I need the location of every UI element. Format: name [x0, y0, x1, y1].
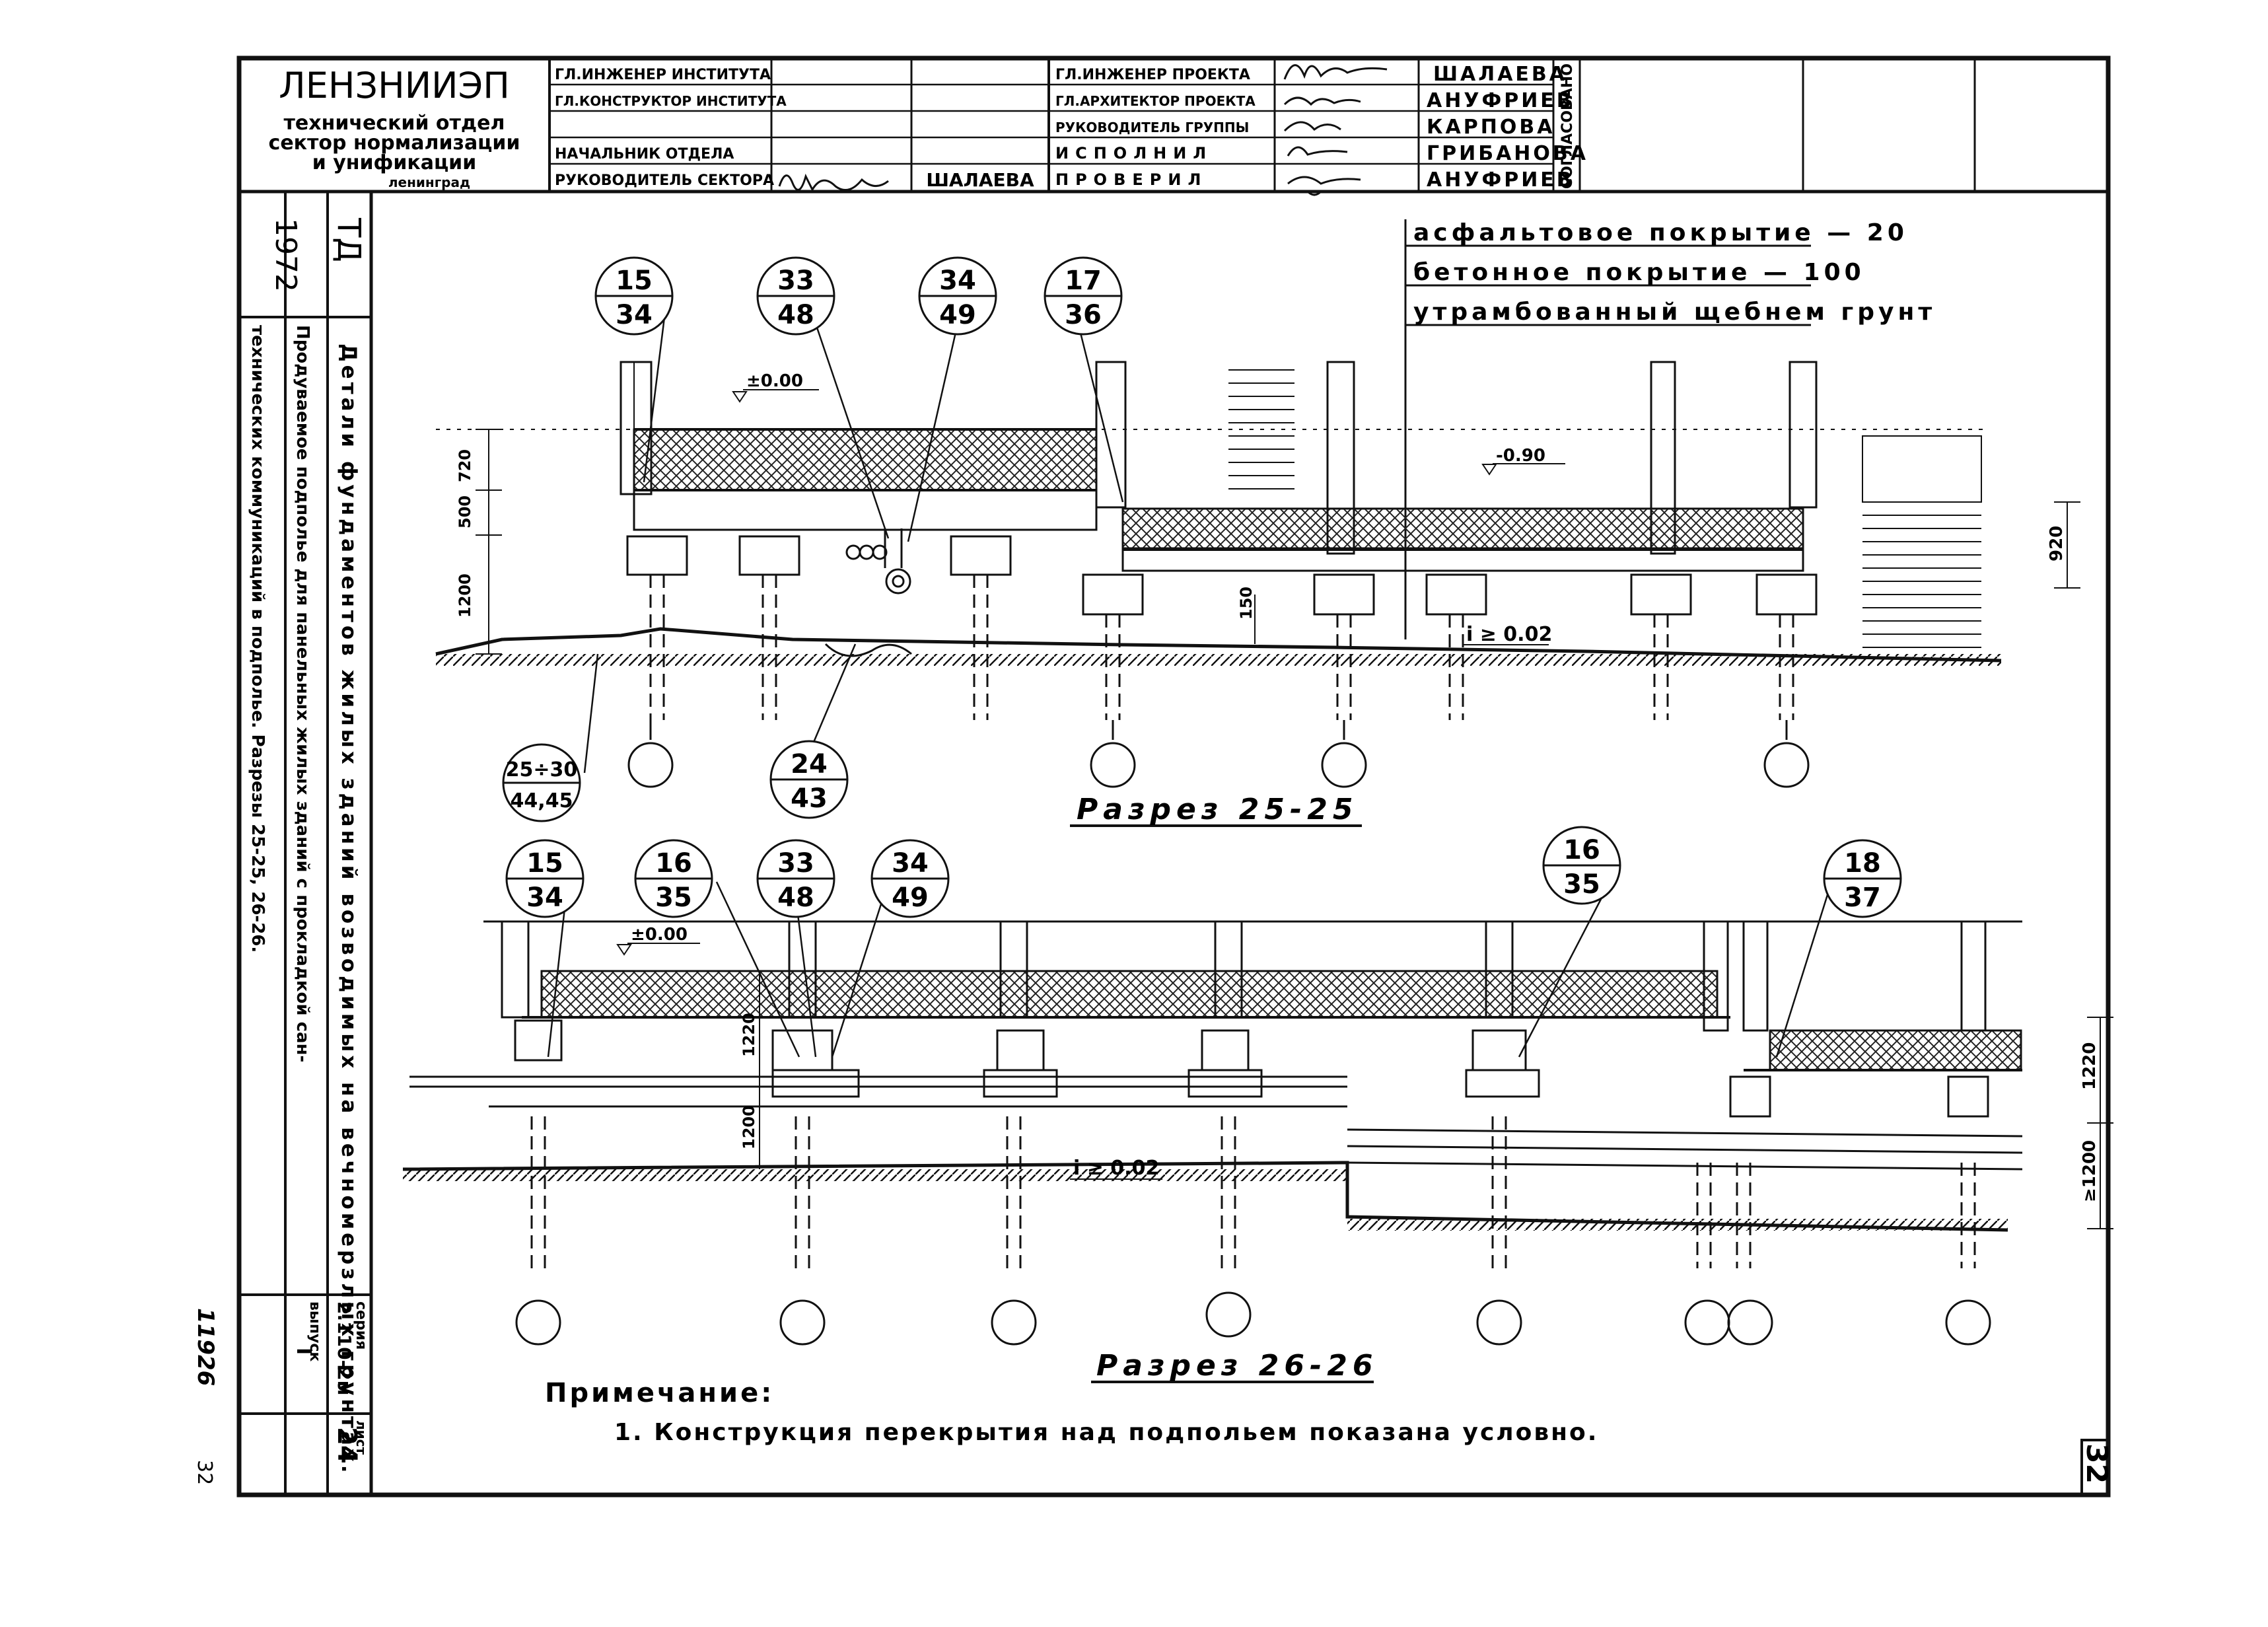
dim-25-150: 150 [1237, 587, 1256, 620]
org-city: ленинград [388, 174, 470, 190]
series-label: серия [353, 1301, 369, 1350]
callout-26-3-bot: 48 [777, 883, 814, 913]
inventory-number: 11926 [192, 1308, 219, 1386]
role-chief-architect-project: ГЛ.АРХИТЕКТОР ПРОЕКТА [1055, 93, 1256, 109]
level-25-minus090: -0.90 [1496, 446, 1545, 466]
org-line3: и унификации [312, 151, 476, 174]
signatures [1283, 64, 1388, 196]
agreed-label: СОГЛАСОВАНО [1559, 63, 1576, 189]
callout-25-2-top: 33 [777, 266, 814, 296]
dim-25-920: 920 [2047, 526, 2067, 561]
callout-25-3-bot: 49 [939, 300, 976, 330]
dim-25-500: 500 [456, 495, 474, 528]
callout-25-2-bot: 48 [777, 300, 814, 330]
sheet-value: 24 [332, 1427, 362, 1464]
level-25-zero: ±0.00 [746, 371, 803, 391]
callout-25-5-bot: 44,45 [511, 789, 573, 813]
year-label: 1972 [269, 218, 302, 292]
note-item-1: 1. Конструкция перекрытия над подпольем … [614, 1419, 1598, 1446]
callouts-25 [502, 256, 1123, 822]
sheet-number-box [2080, 1439, 2109, 1496]
sheet-number: 32 [2080, 1443, 2113, 1484]
callout-26-2-bot: 35 [655, 883, 692, 913]
callout-26-3-top: 33 [777, 848, 814, 879]
td-label: ТД [330, 217, 367, 262]
dim-26-1200b: ≥1200 [2080, 1140, 2100, 1202]
role-checked: ПРОВЕРИЛ [1055, 170, 1207, 189]
role-group-head: РУКОВОДИТЕЛЬ ГРУППЫ [1055, 120, 1249, 135]
name-chief-engineer-project: ШАЛАЕВА [1433, 63, 1567, 86]
issue-label: выпуск [306, 1301, 323, 1361]
signature-sector-head [778, 173, 889, 192]
sheet-desc-1: Продуваемое подполье для панельных жилых… [293, 325, 312, 1062]
dim-25-1200: 1200 [456, 573, 474, 618]
callout-25-6-bot: 43 [791, 783, 828, 814]
callout-25-5-top: 25÷30 [506, 758, 578, 781]
sheet-label: лист [353, 1420, 369, 1455]
callout-25-4-top: 17 [1065, 266, 1102, 296]
org-line1: технический отдел [284, 112, 505, 135]
org-line2: сектор нормализации [269, 131, 520, 155]
dim-25-720: 720 [456, 449, 474, 482]
callout-26-5-top: 16 [1563, 835, 1600, 865]
role-executed: ИСПОЛНИЛ [1055, 144, 1213, 163]
layer-soil: утрамбованный щебнем грунт [1413, 299, 1936, 326]
callout-25-3-top: 34 [939, 266, 976, 296]
name-checked: АНУФРИЕВ [1427, 168, 1575, 192]
dim-26-1220a: 1220 [740, 1013, 758, 1057]
layers-note [1404, 219, 1811, 639]
role-sector-head: РУКОВОДИТЕЛЬ СЕКТОРА [555, 172, 774, 189]
name-group-head: КАРПОВА [1427, 116, 1555, 139]
slope-26: i ≥ 0.02 [1073, 1157, 1159, 1180]
section-26-26 [402, 878, 2113, 1383]
sheet-desc-2: технических коммуникаций в подполье. Раз… [248, 325, 267, 953]
name-executed: ГРИБАНОВА [1427, 142, 1588, 165]
name-sector-head: ШАЛАЕВА [926, 169, 1034, 191]
role-chief-designer-institute: ГЛ.КОНСТРУКТОР ИНСТИТУТА [555, 93, 787, 109]
name-chief-architect-project: АНУФРИЕВ [1427, 89, 1575, 112]
callout-26-1-bot: 34 [526, 883, 563, 913]
slope-25: i ≥ 0.02 [1466, 623, 1552, 646]
callout-26-2-top: 16 [655, 848, 692, 879]
sheet-title: Детали фундаментов жилых зданий возводим… [337, 343, 361, 1476]
callout-25-1-bot: 34 [616, 300, 653, 330]
callout-26-1-top: 15 [526, 848, 563, 879]
caption-26: Разрез 26-26 [1096, 1349, 1378, 1383]
callout-26-5-bot: 35 [1563, 869, 1600, 900]
role-chief-engineer-project: ГЛ.ИНЖЕНЕР ПРОЕКТА [1055, 67, 1250, 83]
level-26-zero: ±0.00 [631, 925, 688, 945]
series-value: 2.110-2м [334, 1301, 355, 1396]
org-name: ЛЕНЗНИИЭП [279, 65, 510, 106]
dim-26-1200a: 1200 [740, 1105, 758, 1149]
side-strip [239, 192, 371, 1495]
title-block [548, 58, 1976, 192]
callout-25-6-top: 24 [791, 749, 828, 779]
callout-25-1-top: 15 [616, 266, 653, 296]
role-chief-engineer-institute: ГЛ.ИНЖЕНЕР ИНСТИТУТА [555, 67, 771, 83]
callout-26-6-bot: 37 [1844, 883, 1881, 913]
section-25-25 [435, 290, 2080, 827]
layer-asphalt: асфальтовое покрытие — 20 [1413, 219, 1908, 246]
note-heading: Примечание: [545, 1378, 774, 1408]
dim-26-1220b: 1220 [2080, 1042, 2100, 1090]
issue-value: I [292, 1348, 315, 1355]
role-dept-head: НАЧАЛЬНИК ОТДЕЛА [555, 146, 734, 163]
callout-25-4-bot: 36 [1065, 300, 1102, 330]
layer-concrete: бетонное покрытие — 100 [1413, 259, 1865, 286]
callout-26-4-top: 34 [892, 848, 929, 879]
callout-26-4-bot: 49 [892, 883, 929, 913]
page-number-margin: 32 [193, 1460, 216, 1485]
callout-26-6-top: 18 [1844, 848, 1881, 879]
caption-25: Разрез 25-25 [1077, 793, 1358, 826]
callouts-26 [505, 826, 1902, 918]
